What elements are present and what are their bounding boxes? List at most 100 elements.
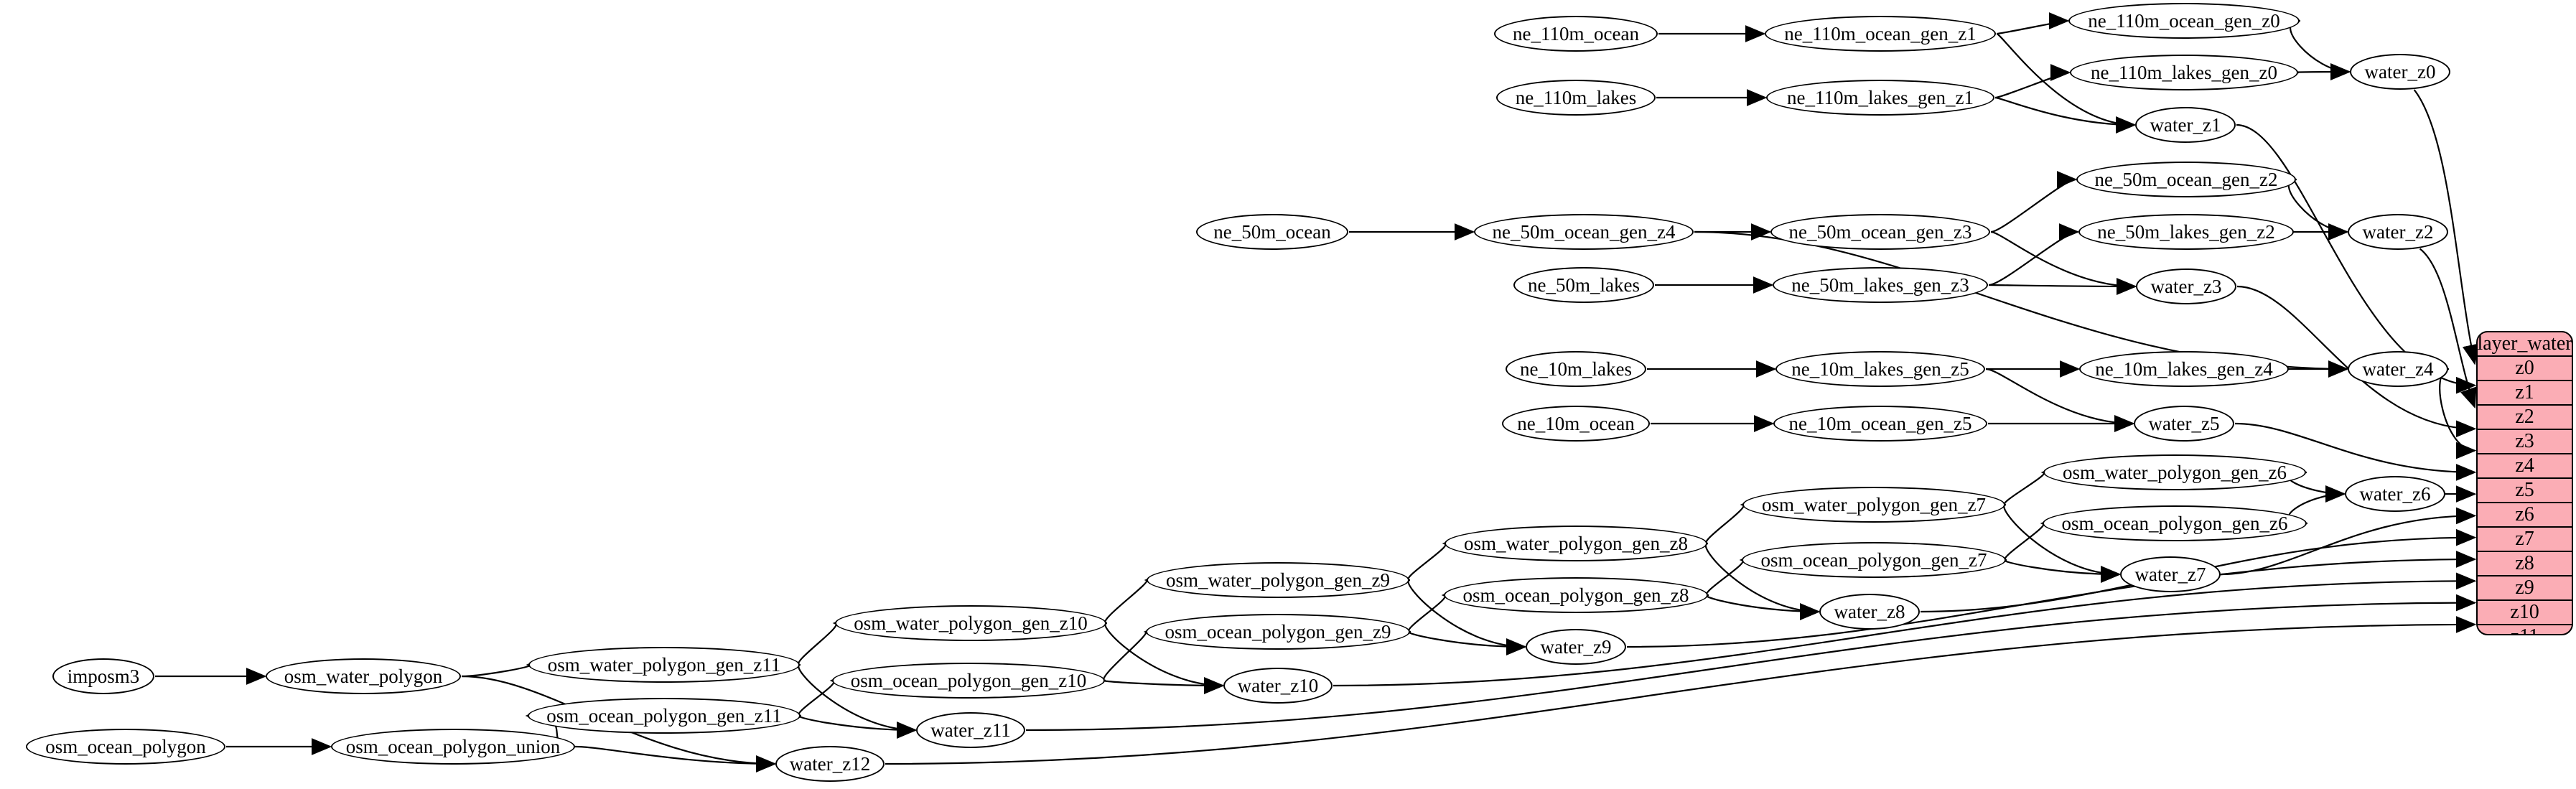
- edge-osm-ocean-polygon-gen-z9-to-water-z9: [1408, 630, 1527, 655]
- edge-water-z0-to-z0: [2413, 89, 2480, 365]
- node-water-z7: water_z7: [2120, 556, 2221, 592]
- node-water-z2: water_z2: [2348, 214, 2448, 250]
- node-ne-10m-lakes-gen-z5: ne_10m_lakes_gen_z5: [1775, 351, 1985, 387]
- edge-water-z11-to-z11: [1025, 594, 2477, 732]
- node-osm-water-polygon: osm_water_polygon: [266, 658, 461, 694]
- node-water-z12: water_z12: [775, 746, 885, 782]
- node-osm-ocean-polygon-gen-z11: osm_ocean_polygon_gen_z11: [528, 698, 801, 734]
- node-ne-110m-lakes-gen-z0: ne_110m_lakes_gen_z0: [2070, 55, 2298, 90]
- edge-water-z10-to-z10: [1333, 572, 2477, 687]
- node-ne-110m-ocean-gen-z0: ne_110m_ocean_gen_z0: [2068, 3, 2300, 39]
- node-water-z6: water_z6: [2345, 476, 2445, 512]
- node-ne-110m-ocean-gen-z1: ne_110m_ocean_gen_z1: [1765, 16, 1996, 52]
- node-ne-50m-lakes-gen-z3: ne_50m_lakes_gen_z3: [1773, 267, 1988, 303]
- edge-water-z2-to-z2: [2419, 248, 2477, 409]
- edge-osm-water-polygon-gen-z11-to-water-z11: [798, 663, 918, 739]
- node-osm-ocean-polygon-union: osm_ocean_polygon_union: [331, 729, 575, 765]
- edge-osm-water-polygon-gen-z11-to-osm-water-polygon-gen-z10: [798, 615, 854, 666]
- node-water-z1: water_z1: [2135, 107, 2236, 143]
- node-osm-ocean-polygon: osm_ocean_polygon: [26, 729, 225, 765]
- node-osm-water-polygon-gen-z6: osm_water_polygon_gen_z6: [2043, 454, 2306, 490]
- edge-ne-10m-lakes-gen-z5-to-water-z5: [1985, 368, 2135, 432]
- edge-ne-110m-lakes-gen-z1-to-water-z1: [1994, 96, 2137, 134]
- edge-ne-50m-ocean-gen-z3-to-water-z3: [1990, 230, 2137, 295]
- edge-ne-50m-lakes-gen-z3-to-water-z3: [1988, 278, 2137, 295]
- layer-water-row-z7: z7: [2478, 526, 2572, 551]
- edge-osm-ocean-polygon-gen-z9-to-osm-ocean-polygon-gen-z8: [1408, 587, 1462, 633]
- edge-osm-water-polygon-gen-z8-to-osm-water-polygon-gen-z7: [1705, 496, 1761, 545]
- node-osm-ocean-polygon-gen-z7: osm_ocean_polygon_gen_z7: [1742, 542, 2006, 578]
- node-water-z10: water_z10: [1223, 668, 1333, 704]
- layer-water-row-z9: z9: [2478, 575, 2572, 599]
- edge-osm-water-polygon-gen-z10-to-osm-water-polygon-gen-z9: [1104, 571, 1165, 625]
- layer-water-row-z1: z1: [2478, 380, 2572, 404]
- edge-ne-110m-ocean-gen-z1-to-ne-110m-ocean-gen-z0: [1996, 12, 2070, 35]
- edge-water-z5-to-z5: [2234, 422, 2477, 481]
- node-ne-50m-ocean-gen-z3: ne_50m_ocean_gen_z3: [1770, 214, 1990, 250]
- node-ne-10m-ocean: ne_10m_ocean: [1502, 406, 1650, 442]
- node-osm-water-polygon-gen-z9: osm_water_polygon_gen_z9: [1147, 562, 1409, 598]
- edge-osm-water-polygon-gen-z7-to-water-z7: [2003, 503, 2122, 583]
- edge-water-z3-to-z3: [2236, 285, 2477, 438]
- node-water-z11: water_z11: [916, 712, 1025, 748]
- node-ne-110m-ocean: ne_110m_ocean: [1494, 16, 1658, 52]
- edge-ne-50m-lakes-gen-z3-to-ne-50m-lakes-gen-z2: [1988, 223, 2080, 286]
- node-osm-ocean-polygon-gen-z9: osm_ocean_polygon_gen_z9: [1146, 614, 1410, 650]
- layer-water-row-z0: z0: [2478, 355, 2572, 380]
- layer-water-row-z11: z11: [2478, 624, 2572, 634]
- node-ne-50m-lakes-gen-z2: ne_50m_lakes_gen_z2: [2078, 214, 2294, 250]
- layer-water-row-z8: z8: [2478, 551, 2572, 575]
- node-ne-10m-lakes-gen-z4: ne_10m_lakes_gen_z4: [2079, 351, 2289, 387]
- node-ne-50m-lakes: ne_50m_lakes: [1513, 267, 1654, 303]
- node-ne-10m-ocean-gen-z5: ne_10m_ocean_gen_z5: [1773, 406, 1987, 442]
- edge-osm-water-polygon-gen-z9-to-water-z9: [1407, 579, 1527, 655]
- node-osm-water-polygon-gen-z8: osm_water_polygon_gen_z8: [1445, 526, 1707, 561]
- edge-osm-water-polygon-gen-z9-to-osm-water-polygon-gen-z8: [1407, 535, 1463, 582]
- edge-ne-110m-ocean-gen-z1-to-water-z1: [1996, 32, 2137, 134]
- node-water-z0: water_z0: [2350, 54, 2450, 90]
- edge-osm-ocean-polygon-gen-z7-to-osm-ocean-polygon-gen-z6: [2004, 515, 2061, 561]
- node-water-z4: water_z4: [2348, 351, 2448, 387]
- edge-osm-water-polygon-gen-z10-to-water-z10: [1104, 622, 1225, 694]
- layer-water-row-z6: z6: [2478, 502, 2572, 526]
- node-ne-50m-ocean-gen-z2: ne_50m_ocean_gen_z2: [2076, 162, 2296, 197]
- node-ne-10m-lakes: ne_10m_lakes: [1506, 351, 1646, 387]
- edge-osm-ocean-polygon-gen-z10-to-osm-ocean-polygon-gen-z9: [1103, 623, 1165, 682]
- node-osm-water-polygon-gen-z10: osm_water_polygon_gen_z10: [835, 605, 1106, 641]
- node-osm-water-polygon-gen-z11: osm_water_polygon_gen_z11: [528, 647, 800, 683]
- layer-water-table: layer_water z0z1z2z3z4z5z6z7z8z9z10z11z1…: [2476, 331, 2573, 635]
- layer-water-row-z5: z5: [2478, 477, 2572, 502]
- layer-water-row-z2: z2: [2478, 404, 2572, 429]
- edge-osm-ocean-polygon-union-to-water-z12: [575, 745, 777, 772]
- edge-ne-110m-ocean-gen-z0-to-water-z0: [2290, 19, 2351, 80]
- node-ne-110m-lakes-gen-z1: ne_110m_lakes_gen_z1: [1766, 80, 1994, 116]
- layer-water-row-z3: z3: [2478, 429, 2572, 453]
- layer-water-row-z4: z4: [2478, 453, 2572, 477]
- node-water-z3: water_z3: [2136, 269, 2236, 304]
- node-ne-50m-ocean: ne_50m_ocean: [1196, 214, 1348, 250]
- edge-osm-water-polygon-to-osm-water-polygon-gen-z11: [461, 656, 547, 678]
- node-osm-ocean-polygon-gen-z10: osm_ocean_polygon_gen_z10: [832, 663, 1105, 699]
- node-ne-110m-lakes: ne_110m_lakes: [1496, 80, 1656, 116]
- edge-ne-50m-ocean-gen-z3-to-ne-50m-ocean-gen-z2: [1990, 171, 2078, 233]
- node-water-z9: water_z9: [1526, 629, 1626, 665]
- node-imposm3: imposm3: [52, 658, 154, 694]
- node-water-z5: water_z5: [2134, 406, 2234, 442]
- edge-water-z4-to-z4: [2439, 368, 2477, 459]
- node-ne-50m-ocean-gen-z4: ne_50m_ocean_gen_z4: [1474, 214, 1694, 250]
- layer-water-title: layer_water: [2477, 332, 2572, 355]
- edge-ne-50m-ocean-gen-z4-to-water-z4: [1694, 230, 2349, 378]
- layer-water-row-z10: z10: [2478, 599, 2572, 624]
- edge-osm-water-polygon-gen-z7-to-osm-water-polygon-gen-z6: [2003, 464, 2062, 506]
- node-water-z8: water_z8: [1819, 594, 1920, 630]
- edge-water-z12-to-z12plus: [885, 615, 2477, 765]
- edge-osm-ocean-polygon-gen-z8-to-osm-ocean-polygon-gen-z7: [1706, 551, 1760, 597]
- edge-ne-110m-lakes-gen-z0-to-water-z0: [2289, 63, 2351, 80]
- edge-osm-ocean-polygon-gen-z10-to-water-z10: [1103, 677, 1225, 694]
- edge-water-z9-to-z9: [1626, 551, 2477, 648]
- node-osm-ocean-polygon-gen-z6: osm_ocean_polygon_gen_z6: [2043, 505, 2307, 541]
- edge-water-z1-to-z1: [2236, 123, 2477, 394]
- edge-osm-water-polygon-gen-z8-to-water-z8: [1704, 542, 1821, 620]
- edge-ne-110m-lakes-gen-z1-to-ne-110m-lakes-gen-z0: [1994, 64, 2071, 99]
